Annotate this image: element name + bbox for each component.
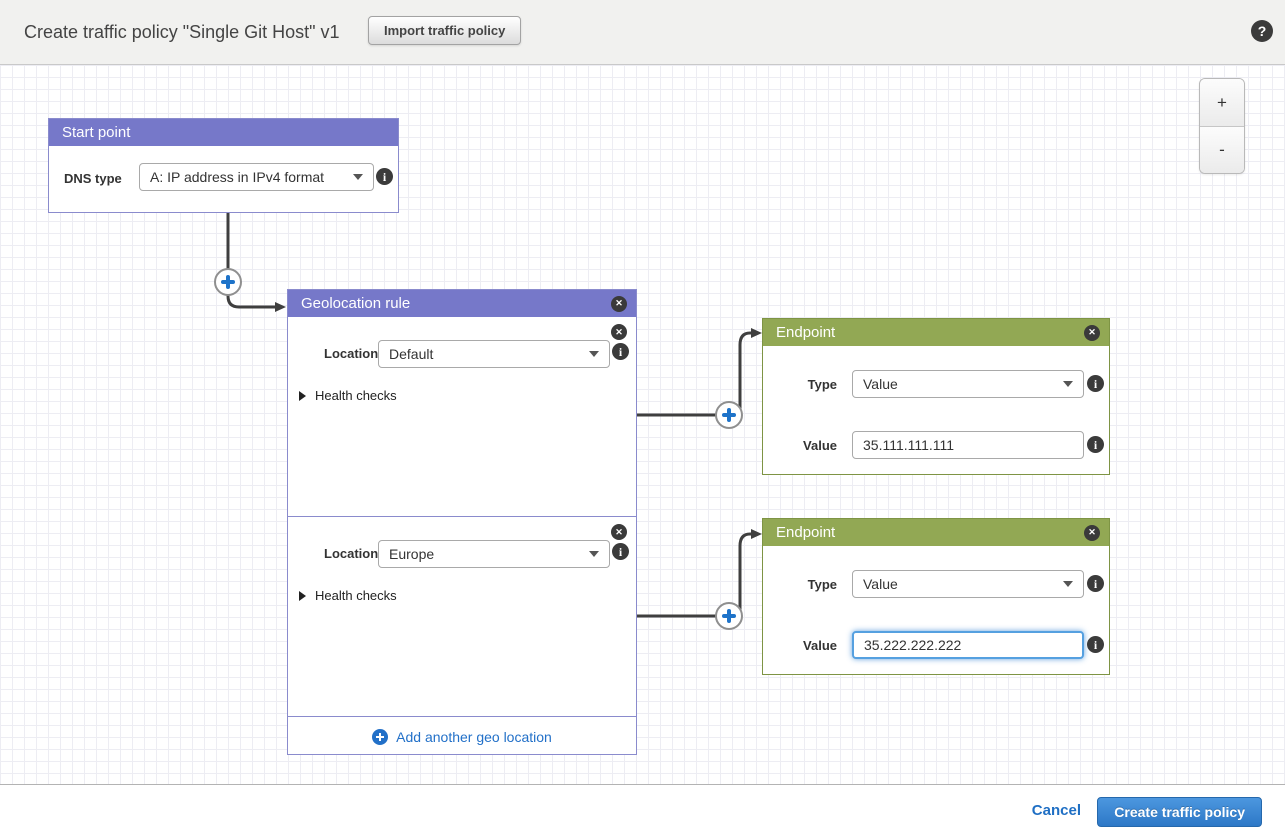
start-point-header: Start point xyxy=(49,119,398,146)
start-point-title: Start point xyxy=(62,124,131,141)
zoom-out-button[interactable]: - xyxy=(1200,126,1244,173)
dns-type-selected-value: A: IP address in IPv4 format xyxy=(150,169,325,185)
endpoint-node-2: Endpoint Type Value Value xyxy=(762,518,1110,675)
location-label: Location xyxy=(324,346,379,361)
add-rule-connector-button[interactable] xyxy=(214,268,242,296)
help-icon[interactable]: ? xyxy=(1251,20,1273,42)
endpoint-type-selected-value: Value xyxy=(863,576,898,592)
geolocation-rule-title: Geolocation rule xyxy=(301,295,411,312)
start-point-node: Start point DNS type A: IP address in IP… xyxy=(48,118,399,213)
dns-type-label: DNS type xyxy=(64,171,122,186)
close-icon[interactable] xyxy=(611,295,627,312)
location-select[interactable]: Default xyxy=(378,340,610,368)
geolocation-rule-header: Geolocation rule xyxy=(288,290,636,317)
import-traffic-policy-button[interactable]: Import traffic policy xyxy=(368,16,522,45)
value-info-icon[interactable] xyxy=(1087,636,1104,653)
cancel-button[interactable]: Cancel xyxy=(1031,802,1081,819)
add-connection-button-endpoint-1[interactable] xyxy=(715,401,743,429)
location-info-icon[interactable] xyxy=(612,543,629,560)
health-checks-label: Health checks xyxy=(315,588,397,603)
endpoint-type-select[interactable]: Value xyxy=(852,570,1084,598)
create-traffic-policy-button[interactable]: Create traffic policy xyxy=(1097,797,1262,827)
disclosure-triangle-icon xyxy=(299,590,306,601)
chevron-down-icon xyxy=(1063,581,1073,587)
type-label: Type xyxy=(807,377,837,392)
location-label: Location xyxy=(324,546,379,561)
value-label: Value xyxy=(803,638,837,653)
type-label: Type xyxy=(807,577,837,592)
zoom-in-button[interactable]: + xyxy=(1200,79,1244,126)
health-checks-label: Health checks xyxy=(315,388,397,403)
location-selected-value: Default xyxy=(389,346,434,362)
close-icon[interactable] xyxy=(611,524,627,540)
location-selected-value: Europe xyxy=(389,546,435,562)
location-select[interactable]: Europe xyxy=(378,540,610,568)
endpoint-header: Endpoint xyxy=(763,319,1109,346)
endpoint-header: Endpoint xyxy=(763,519,1109,546)
type-info-icon[interactable] xyxy=(1087,575,1104,592)
add-connection-button-endpoint-2[interactable] xyxy=(715,602,743,630)
close-icon[interactable] xyxy=(611,324,627,340)
endpoint-title: Endpoint xyxy=(776,524,836,541)
chevron-down-icon xyxy=(1063,381,1073,387)
chevron-down-icon xyxy=(353,174,363,180)
geolocation-rule-node: Geolocation rule Location Default Health… xyxy=(287,289,637,755)
endpoint-value-input-focused[interactable] xyxy=(852,631,1084,659)
endpoint-type-selected-value: Value xyxy=(863,376,898,392)
type-info-icon[interactable] xyxy=(1087,375,1104,392)
health-checks-expander[interactable]: Health checks xyxy=(299,588,397,603)
chevron-down-icon xyxy=(589,351,599,357)
value-info-icon[interactable] xyxy=(1087,436,1104,453)
close-icon[interactable] xyxy=(1084,524,1100,541)
footer-bar: Cancel Create traffic policy xyxy=(0,786,1285,838)
close-icon[interactable] xyxy=(1084,324,1100,341)
page-title: Create traffic policy "Single Git Host" … xyxy=(24,22,340,42)
chevron-down-icon xyxy=(589,551,599,557)
policy-canvas[interactable]: + - Start point DNS type A: IP address i… xyxy=(0,65,1285,785)
plus-circle-icon xyxy=(372,728,389,745)
location-info-icon[interactable] xyxy=(612,343,629,360)
disclosure-triangle-icon xyxy=(299,390,306,401)
endpoint-type-select[interactable]: Value xyxy=(852,370,1084,398)
endpoint-value-input[interactable] xyxy=(852,431,1084,459)
dns-type-info-icon[interactable] xyxy=(376,168,393,185)
value-label: Value xyxy=(803,438,837,453)
health-checks-expander[interactable]: Health checks xyxy=(299,388,397,403)
endpoint-node-1: Endpoint Type Value Value xyxy=(762,318,1110,475)
geo-rule-footer: Add another geo location xyxy=(288,717,636,756)
endpoint-title: Endpoint xyxy=(776,324,836,341)
add-another-geo-location-link[interactable]: Add another geo location xyxy=(372,728,552,745)
geo-location-section-europe: Location Europe Health checks xyxy=(288,517,636,717)
top-bar: Create traffic policy "Single Git Host" … xyxy=(0,0,1285,65)
geo-location-section-default: Location Default Health checks xyxy=(288,317,636,517)
add-another-geo-location-label: Add another geo location xyxy=(396,728,552,745)
canvas-zoom-controls: + - xyxy=(1199,78,1245,174)
dns-type-select[interactable]: A: IP address in IPv4 format xyxy=(139,163,374,191)
